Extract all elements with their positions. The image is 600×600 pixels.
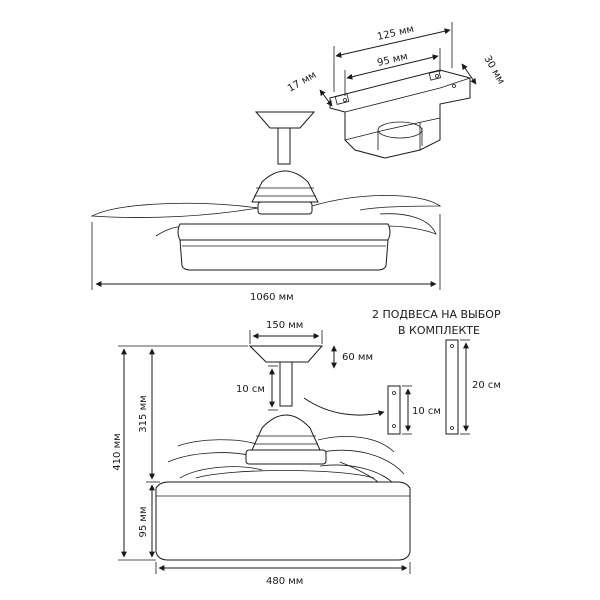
total-height-label: 410 мм (112, 433, 123, 470)
blade-span-label: 1060 мм (250, 292, 294, 303)
upper-height-dimension (146, 348, 160, 483)
downrod-long (445, 339, 470, 435)
body-diameter-dimension (155, 562, 411, 574)
mounting-bracket (329, 69, 471, 159)
body-height-label: 95 мм (138, 507, 149, 538)
downrod-length-dimension (268, 365, 278, 411)
bracket-length-label: 125 мм (376, 24, 415, 43)
downrod-short (387, 385, 412, 435)
note-line-1: 2 ПОДВЕСА НА ВЫБОР (372, 308, 501, 321)
downrod-pointer-arrow (303, 397, 385, 417)
total-height-dimension (118, 345, 248, 561)
rod-short-label: 10 см (412, 406, 441, 417)
bracket-height-label: 17 мм (286, 70, 318, 95)
canopy-diameter-dimension (249, 330, 323, 344)
rod-long-label: 20 см (472, 380, 501, 391)
downrod-length-label: 10 см (236, 384, 265, 395)
canopy-height-label: 60 мм (342, 352, 373, 363)
fan-top-view (90, 111, 442, 271)
bracket-dimensions (319, 22, 477, 107)
height-from-canopy-label: 315 мм (138, 395, 149, 432)
bracket-inner-label: 95 мм (376, 51, 409, 69)
blade-span-dimension (91, 214, 441, 290)
bracket-width-label: 30 мм (481, 54, 506, 86)
fan-bottom-view (155, 345, 411, 561)
note-line-2: В КОМПЛЕКТЕ (398, 324, 480, 337)
canopy-diameter-label: 150 мм (266, 320, 303, 331)
body-diameter-label: 480 мм (266, 576, 303, 587)
